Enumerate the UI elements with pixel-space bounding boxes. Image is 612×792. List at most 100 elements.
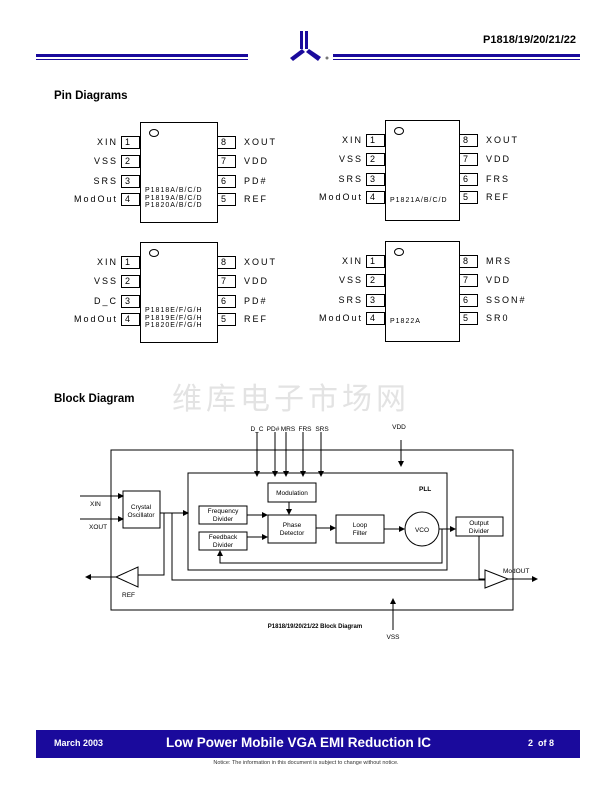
- pin-number: 7: [217, 155, 236, 168]
- pin-label: ModOut: [73, 314, 118, 324]
- pin-label: XIN: [96, 257, 118, 267]
- vco-label: VCO: [415, 527, 429, 534]
- pin-number: 3: [366, 173, 385, 186]
- pin-label: SR0: [486, 313, 510, 323]
- freq-div-label-2: Divider: [213, 516, 234, 523]
- pin-label: ModOut: [73, 194, 118, 204]
- header-rule-right: [333, 54, 580, 57]
- part-number: P1820E/F/G/H: [145, 322, 203, 329]
- block-diagram: D_C PD# MRS FRS SRS VDD VSS XIN XOUT REF…: [80, 424, 538, 641]
- pin-label: VDD: [244, 276, 270, 286]
- pin-label: VDD: [244, 156, 270, 166]
- pin-label: VSS: [93, 276, 118, 286]
- pin-number: 6: [459, 294, 478, 307]
- pin-number: 4: [366, 312, 385, 325]
- pin-number: 5: [217, 193, 236, 206]
- pin-label: XIN: [96, 137, 118, 147]
- vdd-label: VDD: [392, 424, 406, 431]
- modout-label: ModOUT: [503, 568, 529, 575]
- pin-label: FRS: [486, 174, 510, 184]
- out-div-label-2: Divider: [469, 528, 490, 535]
- pin-label-pd: PD#: [267, 426, 280, 433]
- pin-number: 5: [459, 191, 478, 204]
- pin-number: 1: [366, 134, 385, 147]
- pin-number: 6: [459, 173, 478, 186]
- pin-number: 1: [121, 256, 140, 269]
- pin-number: 7: [459, 274, 478, 287]
- pin-label: VDD: [486, 154, 512, 164]
- pin-number: 6: [217, 175, 236, 188]
- xout-label: XOUT: [89, 524, 107, 531]
- pin-label: XIN: [341, 135, 363, 145]
- pin-label: XOUT: [244, 137, 278, 147]
- pin-label: XIN: [341, 256, 363, 266]
- footer-band: March 2003 Low Power Mobile VGA EMI Redu…: [36, 730, 580, 758]
- pin-number: 3: [121, 295, 140, 308]
- pin-number: 3: [121, 175, 140, 188]
- fb-div-label-2: Divider: [213, 542, 234, 549]
- pin1-notch-icon: [394, 127, 404, 135]
- pin-number: 2: [121, 155, 140, 168]
- loop-label-1: Loop: [353, 522, 368, 529]
- out-div-label-1: Output: [469, 520, 489, 527]
- company-logo-icon: [290, 31, 329, 61]
- pin-label: PD#: [244, 296, 268, 306]
- pin1-notch-icon: [149, 129, 159, 137]
- pin-number: 5: [217, 313, 236, 326]
- pll-box: [187, 472, 448, 571]
- part-number: P1819A/B/C/D: [145, 194, 203, 202]
- pin-label: MRS: [486, 256, 512, 266]
- xin-label: XIN: [90, 501, 101, 508]
- pin-number: 8: [217, 256, 236, 269]
- block-diagram-caption: P1818/19/20/21/22 Block Diagram: [268, 624, 362, 630]
- pin-label: REF: [244, 194, 268, 204]
- header-rule-right-thin: [333, 59, 580, 60]
- pin-label: ModOut: [318, 313, 363, 323]
- chip-outline: [110, 449, 514, 611]
- pin-number: 1: [121, 136, 140, 149]
- freq-div-label-1: Frequency: [208, 508, 239, 515]
- footer-title: Low Power Mobile VGA EMI Reduction IC: [166, 735, 432, 750]
- chip-package: P1821A/B/C/D: [385, 120, 460, 221]
- pin-label: ModOut: [318, 192, 363, 202]
- pll-label: PLL: [419, 486, 431, 493]
- part-number: P1821A/B/C/D: [390, 197, 448, 204]
- footer-date: March 2003: [54, 738, 104, 748]
- pin-label: SSON#: [486, 295, 527, 305]
- pin-label-srs: SRS: [315, 426, 329, 433]
- vss-label: VSS: [386, 634, 400, 641]
- header-rule-left-thin: [36, 59, 248, 60]
- pin-number: 7: [459, 153, 478, 166]
- pin-label: VSS: [338, 154, 363, 164]
- pin-number: 6: [217, 295, 236, 308]
- part-number: P1818E/F/G/H: [145, 307, 203, 314]
- pin1-notch-icon: [149, 249, 159, 257]
- pin-label: SRS: [338, 174, 363, 184]
- modulation-block: [267, 482, 317, 503]
- pin-label: D_C: [93, 296, 118, 306]
- pin-label: SRS: [93, 176, 118, 186]
- pin-diagrams-heading: Pin Diagrams: [54, 90, 128, 102]
- pin-number: 8: [217, 136, 236, 149]
- block-diagram-heading: Block Diagram: [54, 393, 135, 405]
- pin-number: 2: [366, 274, 385, 287]
- ref-label: REF: [122, 592, 135, 599]
- loop-filter-block: [335, 514, 385, 544]
- pin-number: 7: [217, 275, 236, 288]
- pin-number: 2: [121, 275, 140, 288]
- pin-number: 2: [366, 153, 385, 166]
- pin-number: 4: [121, 313, 140, 326]
- ref-buffer-icon: [114, 566, 139, 588]
- pin-label-mrs: MRS: [281, 426, 296, 433]
- modulation-label: Modulation: [276, 490, 308, 497]
- footer-page: 2 of 8: [528, 738, 555, 748]
- pin1-notch-icon: [394, 248, 404, 256]
- phase-detector-block: [267, 514, 317, 544]
- crystal-label-1: Crystal: [131, 504, 152, 511]
- part-number: P1819E/F/G/H: [145, 314, 203, 322]
- pin-number: 8: [459, 134, 478, 147]
- pin-label: SRS: [338, 295, 363, 305]
- footer-notice: Notice: The information in this document…: [213, 760, 399, 766]
